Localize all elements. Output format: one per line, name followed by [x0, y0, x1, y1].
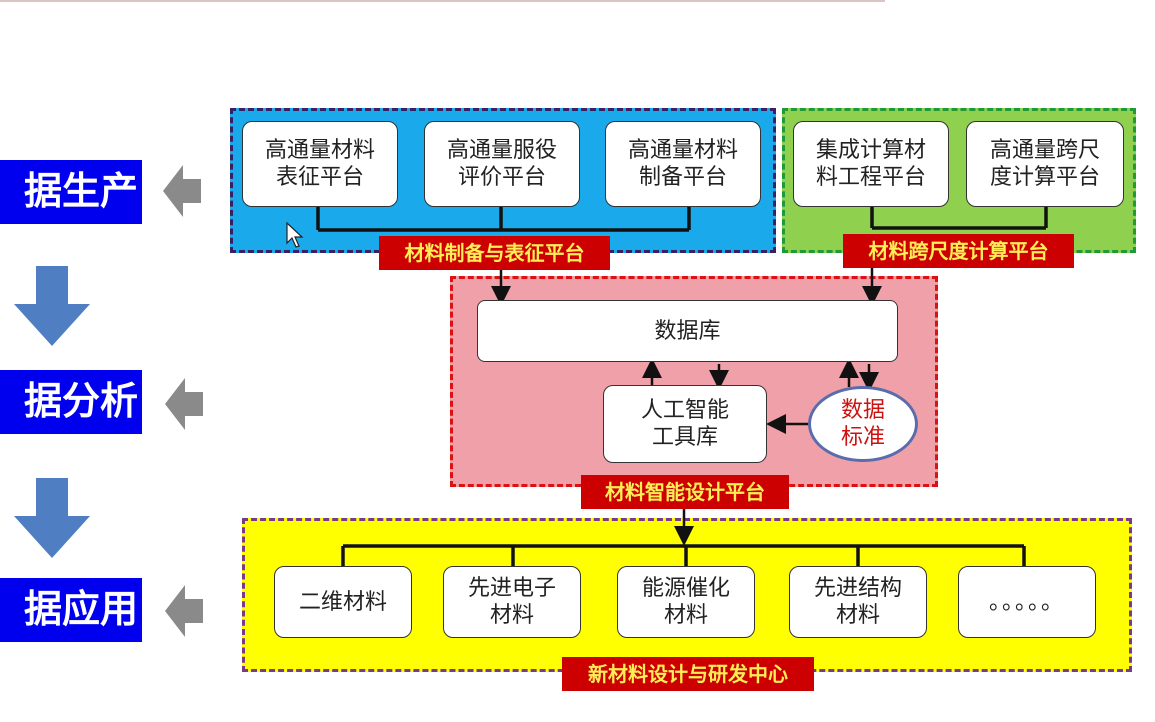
- box-energy-catalysis-materials: 能源催化 材料: [617, 566, 755, 638]
- label-intelligent-design: 材料智能设计平台: [581, 475, 789, 509]
- left-arrow-icon: [163, 165, 201, 217]
- label-new-materials-center: 新材料设计与研发中心: [562, 657, 814, 691]
- mouse-cursor-icon: [286, 222, 304, 248]
- box-cross-scale-computation: 高通量跨尺 度计算平台: [966, 121, 1124, 207]
- left-arrow-icon: [165, 378, 203, 430]
- ellipse-data-standard: 数据 标准: [808, 386, 918, 462]
- down-arrow-icon: [14, 266, 90, 346]
- box-high-throughput-characterization: 高通量材料 表征平台: [242, 121, 398, 207]
- box-more-items: 。。。。。: [958, 566, 1096, 638]
- box-2d-materials: 二维材料: [274, 566, 412, 638]
- left-arrow-icon: [165, 585, 203, 637]
- box-ai-toolkit: 人工智能 工具库: [603, 385, 767, 463]
- stage-data-production: 据生产: [0, 160, 142, 224]
- label-cross-scale-computation: 材料跨尺度计算平台: [843, 234, 1074, 268]
- box-high-throughput-preparation: 高通量材料 制备平台: [605, 121, 761, 207]
- box-icme-platform: 集成计算材 料工程平台: [793, 121, 949, 207]
- stage-data-application: 据应用: [0, 578, 142, 642]
- box-database: 数据库: [477, 300, 898, 362]
- box-advanced-electronic-materials: 先进电子 材料: [443, 566, 581, 638]
- down-arrow-icon: [14, 478, 90, 558]
- top-divider-line: [0, 0, 885, 2]
- stage-data-analysis: 据分析: [0, 370, 142, 434]
- box-high-throughput-service-evaluation: 高通量服役 评价平台: [424, 121, 580, 207]
- box-advanced-structural-materials: 先进结构 材料: [789, 566, 927, 638]
- label-materials-prep-characterization: 材料制备与表征平台: [379, 236, 610, 270]
